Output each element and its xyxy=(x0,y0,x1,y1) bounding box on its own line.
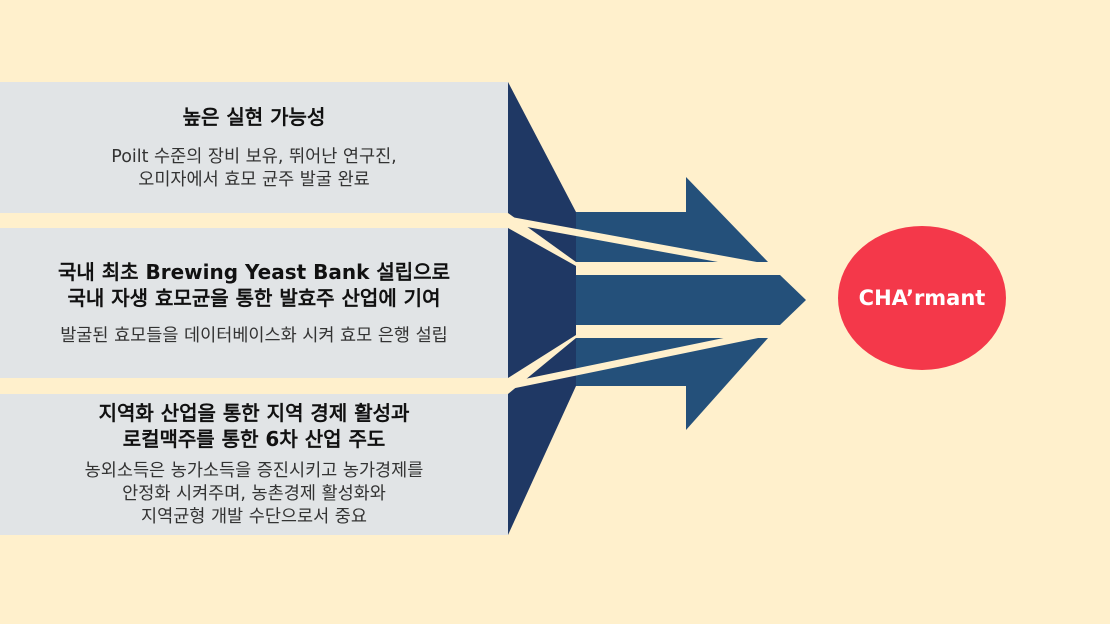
benefit-panel-yeast-bank: 국내 최초 Brewing Yeast Bank 설립으로 국내 자생 효모균을… xyxy=(0,228,508,378)
target-label: CHA’rmant xyxy=(858,286,986,310)
arrow-middle-band xyxy=(576,275,686,325)
arrow-middle-wing xyxy=(508,228,576,378)
arrow-gap-upper xyxy=(507,216,771,272)
target-circle: CHA’rmant xyxy=(838,226,1006,370)
panel-title: 높은 실현 가능성 xyxy=(182,104,326,129)
arrow-head-top xyxy=(686,177,768,262)
arrow-head-bottom xyxy=(686,338,768,430)
panel-description: 농외소득은 농가소득을 증진시키고 농가경제를 안정화 시켜주며, 농촌경제 활… xyxy=(84,461,424,527)
benefit-panel-regional-economy: 지역화 산업을 통한 지역 경제 활성과 로컬맥주를 통한 6차 산업 주도 농… xyxy=(0,394,508,535)
panel-title: 지역화 산업을 통한 지역 경제 활성과 로컬맥주를 통한 6차 산업 주도 xyxy=(98,401,410,451)
arrow-gap-lower xyxy=(507,328,771,390)
panel-description: Poilt 수준의 장비 보유, 뛰어난 연구진, 오미자에서 효모 균주 발굴… xyxy=(111,146,397,190)
arrow-head-middle xyxy=(686,275,806,325)
benefit-panel-feasibility: 높은 실현 가능성 Poilt 수준의 장비 보유, 뛰어난 연구진, 오미자에… xyxy=(0,82,508,213)
arrow-upper-wing xyxy=(508,82,576,262)
panel-title: 국내 최초 Brewing Yeast Bank 설립으로 국내 자생 효모균을… xyxy=(57,259,451,310)
arrow-lower-wing xyxy=(508,338,576,535)
panel-description: 발굴된 효모들을 데이터베이스화 시켜 효모 은행 설립 xyxy=(60,325,448,346)
